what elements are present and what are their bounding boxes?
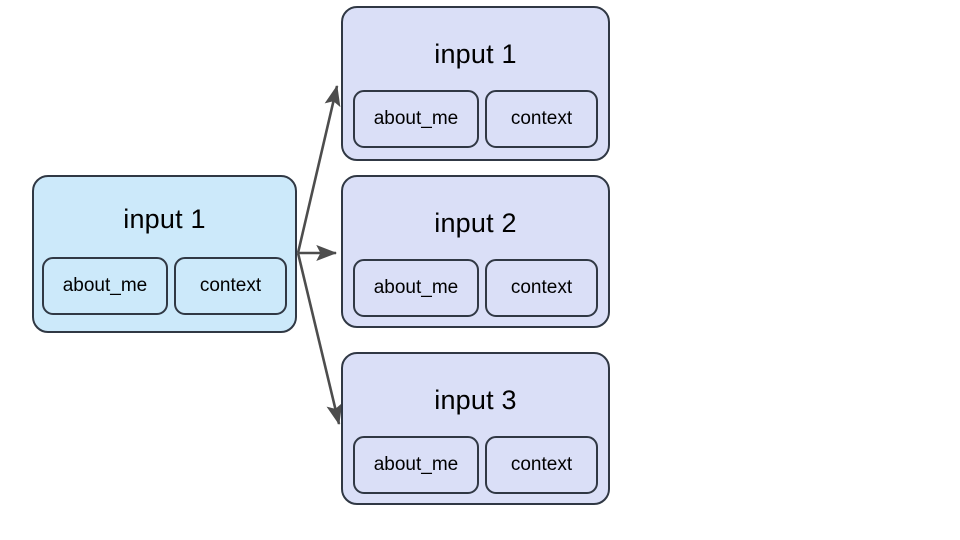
chip-context[interactable]: context xyxy=(485,259,598,317)
node-title: input 1 xyxy=(434,39,517,69)
node-target-input-2[interactable]: input 2 about_me context xyxy=(341,175,610,328)
chip-context[interactable]: context xyxy=(485,90,598,148)
node-target-input-1[interactable]: input 1 about_me context xyxy=(341,6,610,161)
chip-about-me[interactable]: about_me xyxy=(353,436,479,494)
edge-source-to-input-3 xyxy=(296,252,343,426)
chip-row: about_me context xyxy=(343,90,608,148)
chip-row: about_me context xyxy=(343,259,608,317)
chip-context[interactable]: context xyxy=(174,257,287,315)
node-title: input 3 xyxy=(434,385,517,415)
edge-source-to-input-1 xyxy=(296,84,341,254)
node-title: input 1 xyxy=(123,204,206,234)
chip-context[interactable]: context xyxy=(485,436,598,494)
chip-about-me[interactable]: about_me xyxy=(42,257,168,315)
chip-about-me[interactable]: about_me xyxy=(353,259,479,317)
chip-row: about_me context xyxy=(343,436,608,494)
chip-row: about_me context xyxy=(34,257,295,315)
node-target-input-3[interactable]: input 3 about_me context xyxy=(341,352,610,505)
chip-about-me[interactable]: about_me xyxy=(353,90,479,148)
node-title: input 2 xyxy=(434,208,517,238)
node-source-input-1[interactable]: input 1 about_me context xyxy=(32,175,297,333)
